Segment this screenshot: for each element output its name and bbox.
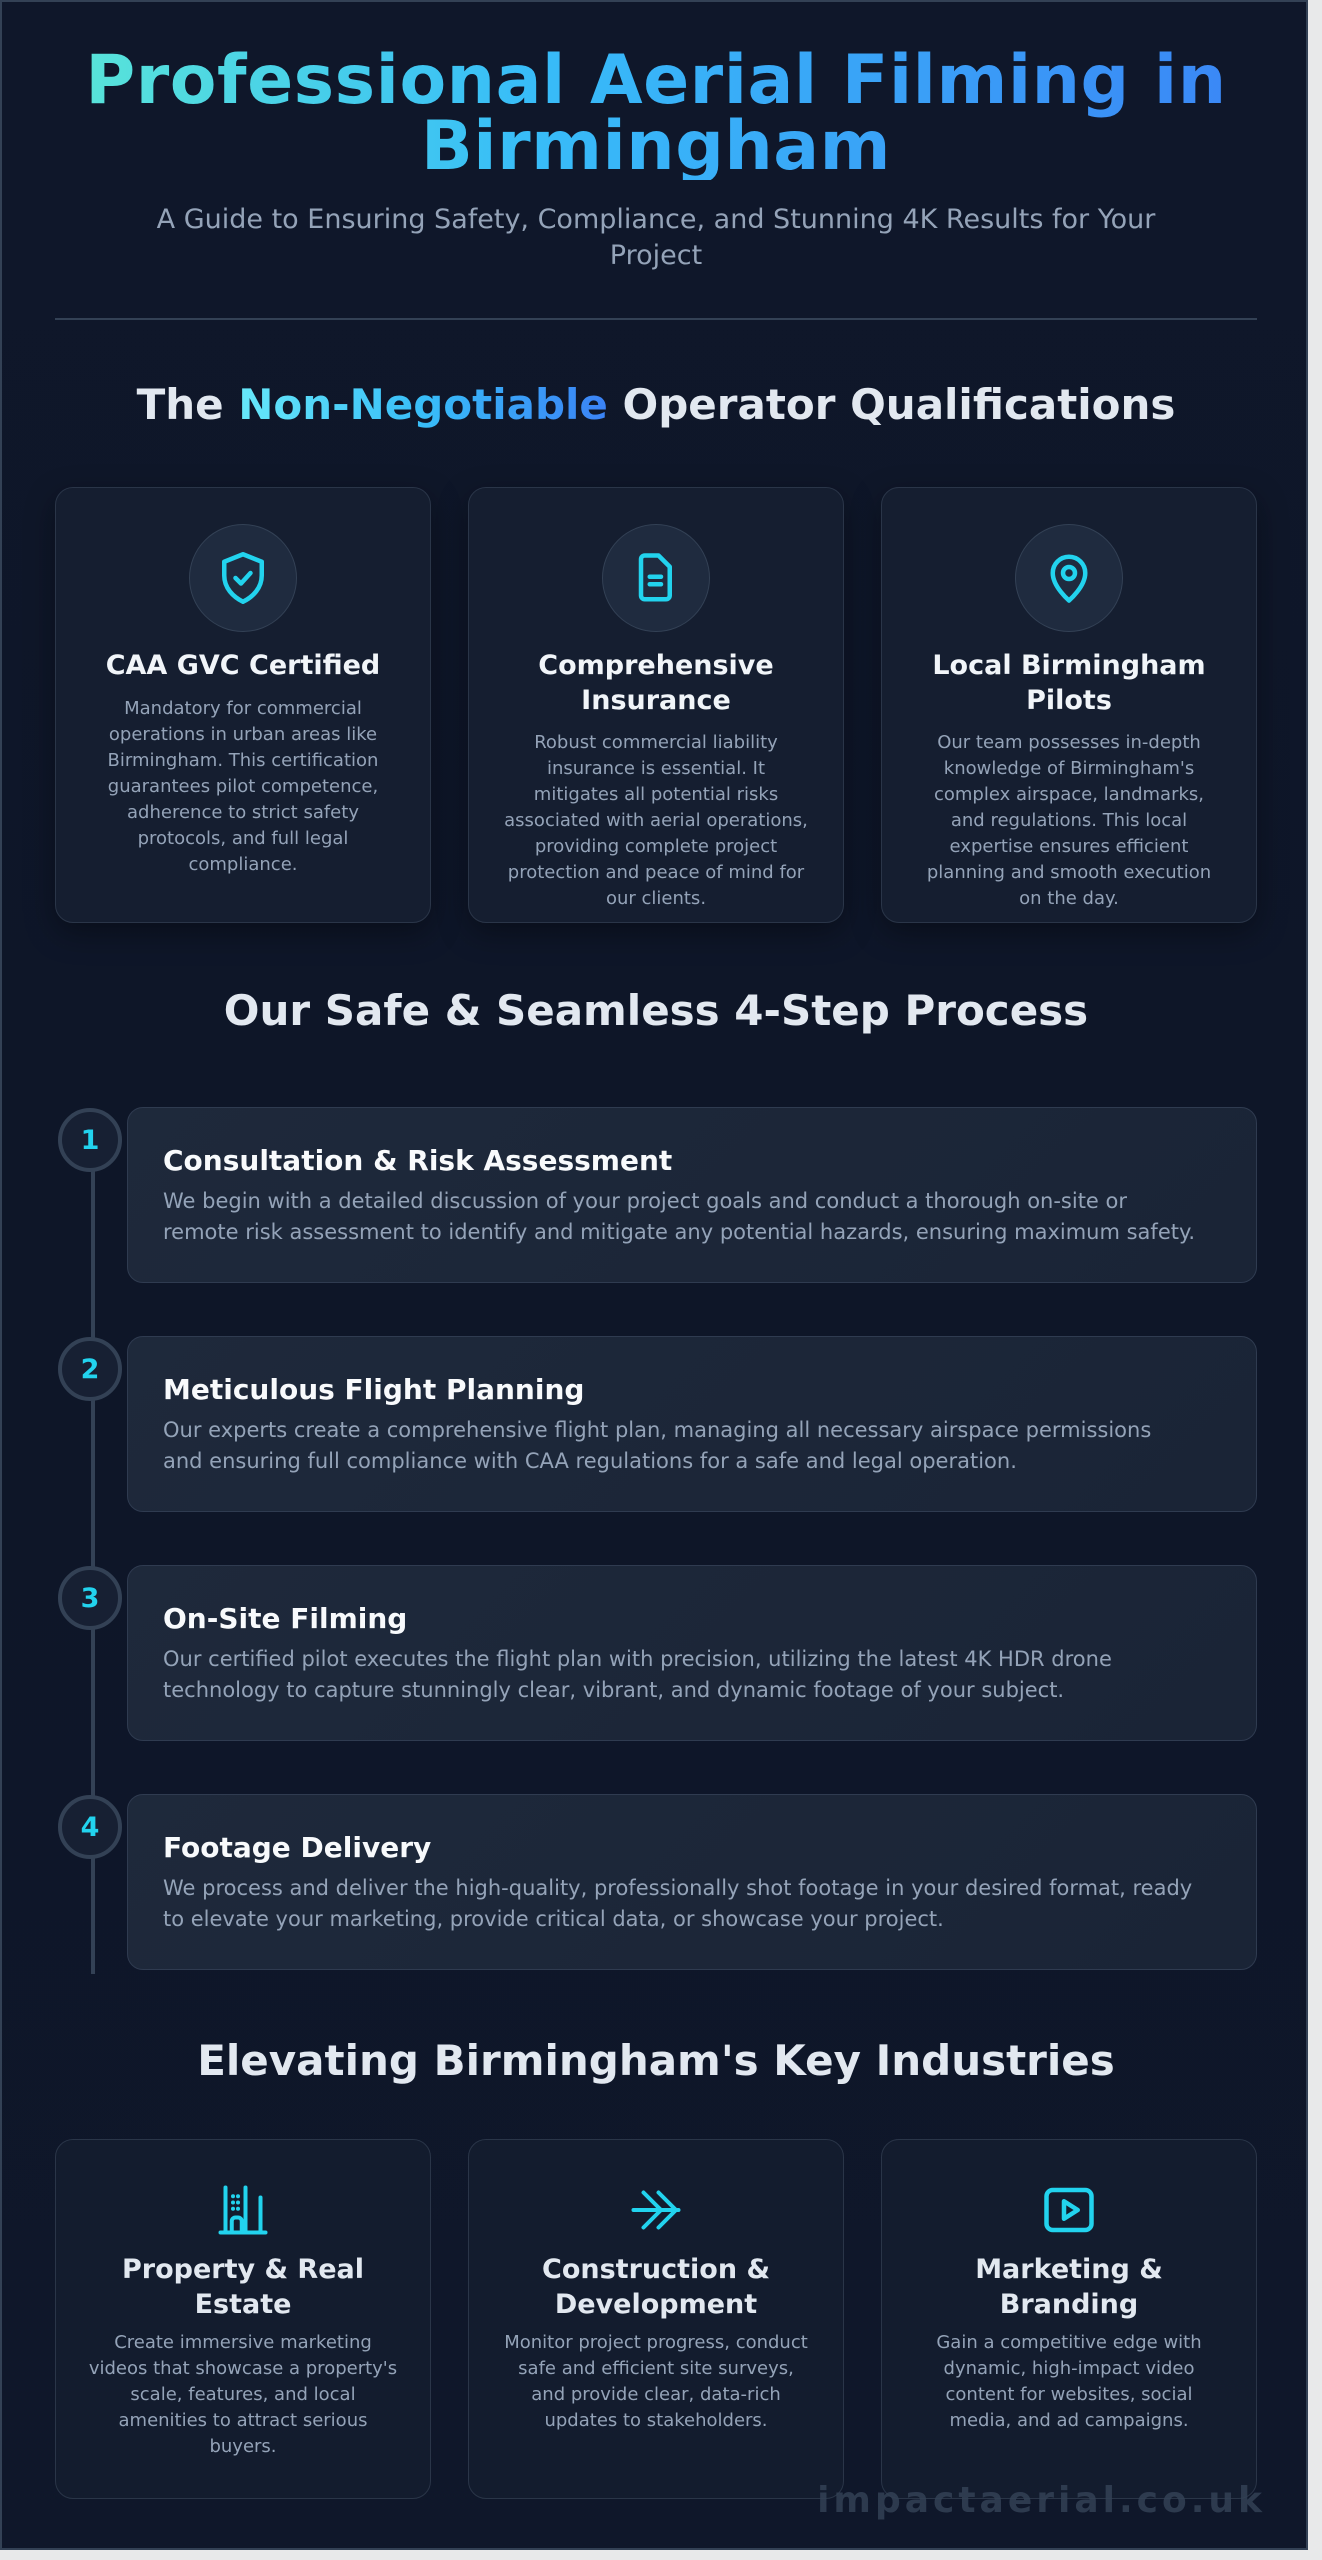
- card-title: Property & Real Estate: [121, 2254, 365, 2320]
- video-play-icon: [1044, 2187, 1094, 2233]
- page-title: Professional Aerial Filming in Birmingha…: [2, 47, 1306, 181]
- shield-check-icon: [222, 552, 264, 604]
- icon-badge: [1015, 524, 1123, 632]
- process-heading: Our Safe & Seamless 4-Step Process: [223, 986, 1089, 1035]
- building-icon: [218, 2185, 268, 2235]
- step-description: Our experts create a comprehensive fligh…: [163, 1418, 1152, 1473]
- card-description: Our team possesses in-depth knowledge of…: [926, 732, 1212, 909]
- card-title: Comprehensive Insurance: [538, 650, 774, 716]
- step-number-badge: 4: [58, 1795, 122, 1859]
- card-title: CAA GVC Certified: [105, 650, 381, 681]
- process-step-card: Consultation & Risk Assessment We begin …: [127, 1107, 1257, 1283]
- document-icon: [638, 553, 672, 602]
- step-number-badge: 3: [58, 1566, 122, 1630]
- step-title: Consultation & Risk Assessment: [163, 1144, 673, 1177]
- watermark: impactaerial.co.uk: [817, 2480, 1266, 2521]
- page-subtitle: A Guide to Ensuring Safety, Compliance, …: [156, 204, 1156, 271]
- step-number-badge: 2: [58, 1337, 122, 1401]
- map-pin-icon: [1050, 554, 1088, 603]
- divider: [55, 318, 1257, 320]
- card-description: Create immersive marketing videos that s…: [88, 2332, 398, 2457]
- process-step-card: Meticulous Flight Planning Our experts c…: [127, 1336, 1257, 1512]
- qualification-card-local-pilots: Local Birmingham Pilots Our team possess…: [881, 487, 1257, 923]
- qualifications-heading: The Non-Negotiable Operator Qualificatio…: [2, 380, 1306, 429]
- heading-prefix: The: [136, 380, 239, 429]
- step-description: We begin with a detailed discussion of y…: [163, 1189, 1196, 1244]
- step-description: We process and deliver the high-quality,…: [163, 1876, 1193, 1931]
- card-description: Monitor project progress, conduct safe a…: [504, 2332, 808, 2431]
- qualification-card-caa: CAA GVC Certified Mandatory for commerci…: [55, 487, 431, 923]
- industries-heading: Elevating Birmingham's Key Industries: [197, 2036, 1115, 2085]
- step-description: Our certified pilot executes the flight …: [163, 1647, 1112, 1702]
- qualification-card-insurance: Comprehensive Insurance Robust commercia…: [468, 487, 844, 923]
- card-description: Mandatory for commercial operations in u…: [107, 698, 379, 875]
- step-number-badge: 1: [58, 1108, 122, 1172]
- icon-badge: [602, 524, 710, 632]
- timeline-line: [91, 1142, 95, 1974]
- card-title: Marketing & Branding: [975, 2254, 1163, 2320]
- icon-badge: [189, 524, 297, 632]
- double-arrow-icon: [631, 2190, 681, 2230]
- step-title: On-Site Filming: [163, 1602, 408, 1635]
- card-description: Robust commercial liability insurance is…: [504, 732, 808, 909]
- step-title: Meticulous Flight Planning: [163, 1373, 585, 1406]
- card-title: Construction & Development: [542, 2254, 770, 2320]
- process-step-card: On-Site Filming Our certified pilot exec…: [127, 1565, 1257, 1741]
- heading-highlight: Non-Negotiable: [238, 380, 608, 429]
- industry-card-property: Property & Real Estate Create immersive …: [55, 2139, 431, 2499]
- heading-suffix: Operator Qualifications: [607, 380, 1176, 429]
- industry-card-marketing: Marketing & Branding Gain a competitive …: [881, 2139, 1257, 2499]
- process-step-card: Footage Delivery We process and deliver …: [127, 1794, 1257, 1970]
- step-title: Footage Delivery: [163, 1831, 432, 1864]
- card-description: Gain a competitive edge with dynamic, hi…: [936, 2332, 1202, 2431]
- industry-card-construction: Construction & Development Monitor proje…: [468, 2139, 844, 2499]
- card-title: Local Birmingham Pilots: [932, 650, 1206, 716]
